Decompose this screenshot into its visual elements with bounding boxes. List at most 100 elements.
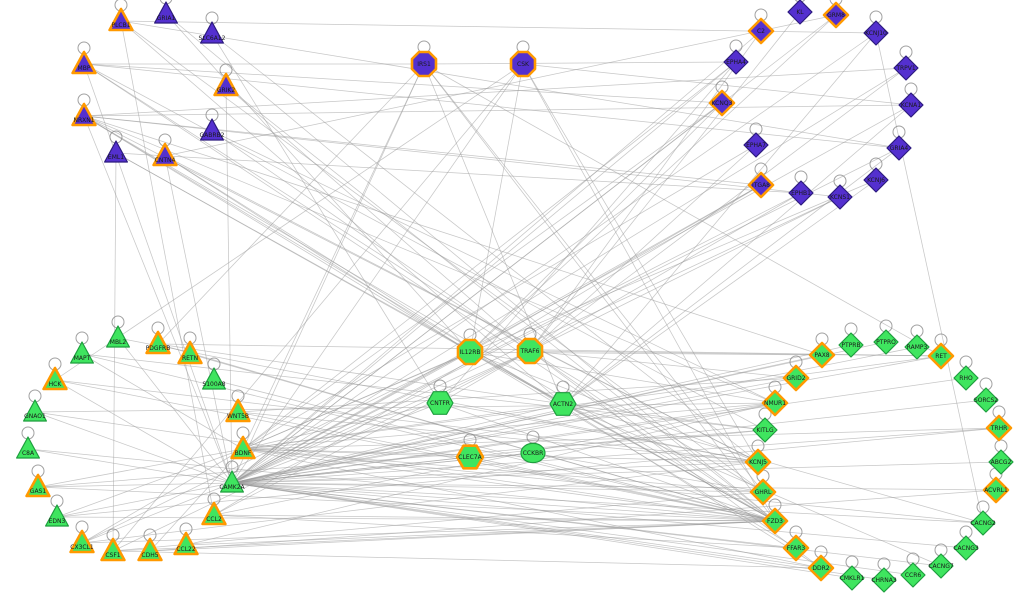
node-epha7[interactable]: EPHA7 <box>743 132 769 158</box>
node-plcb1[interactable]: PLCB1 <box>108 7 134 32</box>
node-body[interactable] <box>838 332 864 358</box>
node-body[interactable] <box>970 510 996 536</box>
node-body[interactable] <box>71 50 97 75</box>
node-rho[interactable]: RHO <box>953 365 979 391</box>
node-irs1[interactable]: IRS1 <box>410 50 438 78</box>
node-body[interactable] <box>953 365 979 391</box>
node-kl[interactable]: KL <box>787 0 813 25</box>
node-acvrl1[interactable]: ACVRL1 <box>982 476 1010 504</box>
node-cx3cl1[interactable]: CX3CL1 <box>69 529 95 554</box>
node-body[interactable] <box>25 473 51 498</box>
node-body[interactable] <box>201 501 227 526</box>
node-body[interactable] <box>220 470 244 493</box>
node-body[interactable] <box>927 342 955 370</box>
node-body[interactable] <box>982 476 1010 504</box>
node-body[interactable] <box>761 389 789 417</box>
node-body[interactable] <box>42 366 68 391</box>
node-body[interactable] <box>154 1 178 24</box>
node-body[interactable] <box>863 20 889 46</box>
node-body[interactable] <box>928 553 954 579</box>
node-body[interactable] <box>225 398 251 423</box>
node-body[interactable] <box>71 102 97 127</box>
node-cntfr[interactable]: CNTFR <box>426 391 454 415</box>
node-kcnj5[interactable]: KCNJ5 <box>744 448 772 476</box>
node-body[interactable] <box>103 140 129 163</box>
node-body[interactable] <box>549 392 577 416</box>
node-slc6a12[interactable]: SLC6A12 <box>199 21 226 44</box>
node-body[interactable] <box>782 364 810 392</box>
node-ddr2[interactable]: DDR2 <box>807 554 835 582</box>
node-c2[interactable]: C2 <box>747 17 775 45</box>
node-body[interactable] <box>985 414 1013 442</box>
node-body[interactable] <box>893 55 919 81</box>
node-mbl2[interactable]: MBL2 <box>105 325 130 348</box>
node-kcnj10[interactable]: KCNJ10 <box>863 20 889 46</box>
node-ret[interactable]: RET <box>927 342 955 370</box>
node-trpv1[interactable]: TRPV1 <box>893 55 919 81</box>
node-body[interactable] <box>839 565 865 591</box>
node-body[interactable] <box>744 448 772 476</box>
node-body[interactable] <box>761 507 789 535</box>
node-body[interactable] <box>200 118 224 141</box>
node-body[interactable] <box>973 387 999 413</box>
node-body[interactable] <box>787 0 813 25</box>
node-kcna1[interactable]: KCNA1 <box>898 92 924 118</box>
node-body[interactable] <box>953 535 979 561</box>
node-body[interactable] <box>410 50 438 78</box>
node-body[interactable] <box>904 334 930 360</box>
node-body[interactable] <box>426 391 454 415</box>
node-body[interactable] <box>871 567 897 593</box>
node-body[interactable] <box>782 534 810 562</box>
node-body[interactable] <box>145 330 171 355</box>
node-cacng2[interactable]: CACNG2 <box>970 510 996 536</box>
node-body[interactable] <box>456 338 484 366</box>
node-hck[interactable]: HCK <box>42 366 68 391</box>
node-body[interactable] <box>898 92 924 118</box>
node-ffar3[interactable]: FFAR3 <box>782 534 810 562</box>
node-grm8[interactable]: GRM8 <box>822 1 850 29</box>
node-body[interactable] <box>200 21 224 44</box>
node-csk[interactable]: CSK <box>509 50 537 78</box>
node-eml1[interactable]: EML1 <box>103 140 129 163</box>
node-body[interactable] <box>177 340 203 365</box>
node-gabrb2[interactable]: GABRB2 <box>200 118 225 141</box>
node-body[interactable] <box>137 537 163 562</box>
node-body[interactable] <box>105 325 130 348</box>
node-ccr6[interactable]: CCR6 <box>900 562 926 588</box>
node-body[interactable] <box>152 142 178 167</box>
node-body[interactable] <box>708 89 736 117</box>
node-ptprb[interactable]: PTPRB <box>838 332 864 358</box>
node-body[interactable] <box>723 49 749 75</box>
node-nrxn1[interactable]: NRXN1 <box>71 102 97 127</box>
node-body[interactable] <box>108 7 134 32</box>
node-body[interactable] <box>822 1 850 29</box>
node-cmklr1[interactable]: CMKLR1 <box>839 565 865 591</box>
node-nmur1[interactable]: NMUR1 <box>761 389 789 417</box>
node-gria1[interactable]: GRIA1 <box>154 1 178 24</box>
node-wnt5b[interactable]: WNT5B <box>225 398 251 423</box>
node-body[interactable] <box>516 337 544 365</box>
node-body[interactable] <box>873 329 899 355</box>
node-body[interactable] <box>863 167 889 193</box>
node-body[interactable] <box>749 478 777 506</box>
node-body[interactable] <box>827 184 853 210</box>
node-body[interactable] <box>886 135 912 161</box>
node-gnao1[interactable]: GNAO1 <box>23 399 48 422</box>
node-chrna3[interactable]: CHRNA3 <box>871 567 897 593</box>
node-il12rb[interactable]: IL12RB <box>456 338 484 366</box>
node-ptpro[interactable]: PTPRO <box>873 329 899 355</box>
node-body[interactable] <box>743 132 769 158</box>
node-body[interactable] <box>69 529 95 554</box>
node-body[interactable] <box>213 72 239 97</box>
node-kitlg[interactable]: KITLG <box>752 417 778 443</box>
node-cckbr[interactable]: CCKBR <box>520 442 546 464</box>
node-mbp[interactable]: MBP <box>71 50 97 75</box>
node-cacng7[interactable]: CACNG7 <box>928 553 954 579</box>
node-body[interactable] <box>230 435 256 460</box>
node-c8a[interactable]: C8A <box>16 436 41 459</box>
node-kcns1[interactable]: KCNS1 <box>827 184 853 210</box>
node-s100a8[interactable]: S100A8 <box>202 367 226 390</box>
node-body[interactable] <box>752 417 778 443</box>
node-body[interactable] <box>509 50 537 78</box>
